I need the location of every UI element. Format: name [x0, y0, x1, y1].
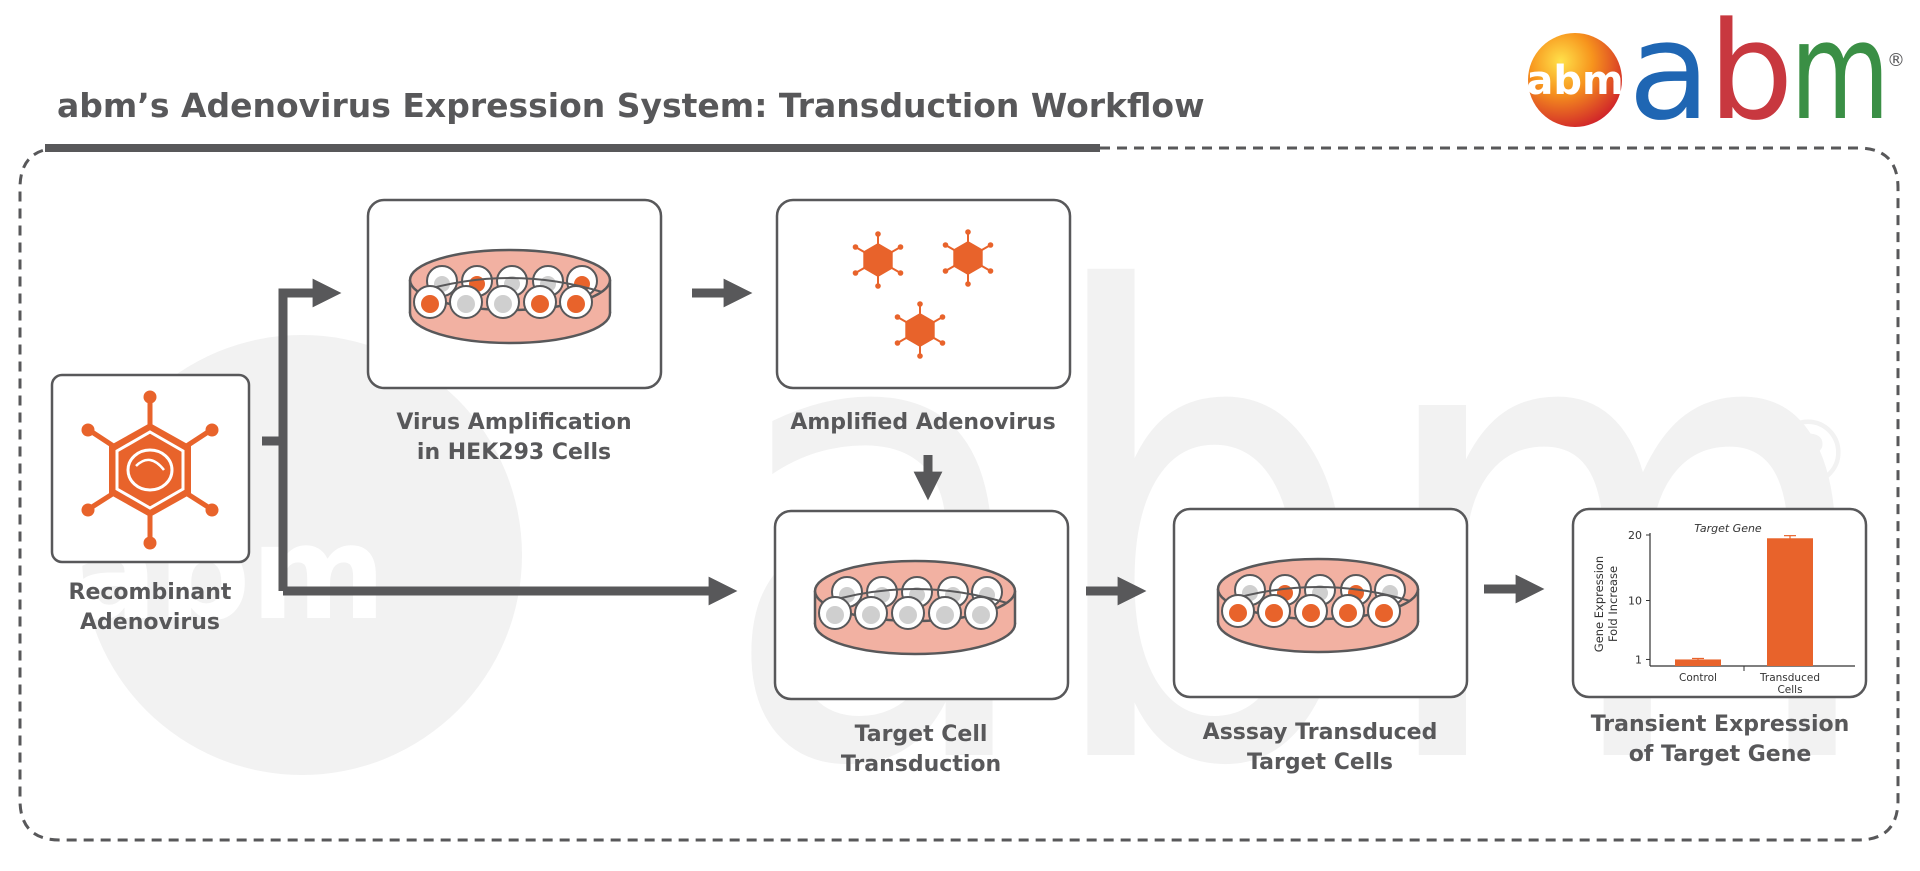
adenovirus-small-icon: [894, 301, 946, 359]
cell: [818, 596, 852, 630]
chart-y-tick-label: 20: [1628, 529, 1642, 542]
cell: [1367, 594, 1401, 628]
petri-dish-assay: [1216, 557, 1420, 654]
chart-y-label: Gene ExpressionFold Increase: [1592, 556, 1620, 652]
outer-dashed-frame: [18, 146, 1900, 842]
box-amplified: [775, 198, 1072, 390]
chart-y-tick-label: 10: [1628, 595, 1642, 608]
watermark-registered: ®: [1763, 402, 1853, 507]
label-expression-line2: of Target Gene: [1628, 742, 1812, 767]
logo-letter-1: a: [1628, 0, 1711, 150]
label-amplification-line1: Virus Amplification: [396, 410, 632, 435]
chart-y-tick-label: 1: [1635, 653, 1642, 666]
label-recombinant-line1: Recombinant: [68, 580, 232, 605]
label-assay: Asssay Transduced Target Cells: [1160, 718, 1480, 778]
label-amplification: Virus Amplification in HEK293 Cells: [354, 408, 674, 468]
cell: [1294, 594, 1328, 628]
logo-badge-text: abm: [1526, 58, 1623, 104]
adenovirus-small-icon: [942, 229, 994, 287]
adenovirus-small-icon: [852, 231, 904, 289]
amplified-virus-icons: [852, 229, 994, 359]
label-transduction: Target Cell Transduction: [761, 720, 1081, 780]
chart-bar: [1675, 659, 1721, 666]
petri-dish-transduction: [813, 559, 1017, 656]
label-assay-line2: Target Cells: [1247, 750, 1393, 775]
cell: [1331, 594, 1365, 628]
petri-dish-amplification: [408, 248, 612, 345]
cell: [1257, 594, 1291, 628]
cell: [854, 596, 888, 630]
logo-wordmark: a b m: [1628, 0, 1890, 150]
cell: [449, 285, 483, 319]
cell: [964, 596, 998, 630]
adenovirus-large-icon: [81, 390, 219, 550]
cell: [928, 596, 962, 630]
arrow-branch-top: [278, 278, 342, 591]
label-transduction-line2: Transduction: [840, 752, 1002, 777]
label-amplified: Amplified Adenovirus: [763, 408, 1083, 438]
label-amplification-line2: in HEK293 Cells: [416, 440, 612, 465]
chart-title: Target Gene: [1694, 522, 1762, 535]
label-recombinant: Recombinant Adenovirus: [40, 578, 260, 638]
abm-logo: abm a b m ®: [1526, 0, 1905, 150]
logo-registered: ®: [1887, 50, 1905, 71]
chart-category-label: Control: [1679, 672, 1717, 684]
label-expression-line1: Transient Expression: [1590, 712, 1850, 737]
cell: [486, 285, 520, 319]
logo-letter-2: b: [1708, 0, 1794, 150]
label-expression: Transient Expression of Target Gene: [1554, 710, 1886, 770]
label-assay-line1: Asssay Transduced: [1202, 720, 1438, 745]
cell: [559, 285, 593, 319]
label-recombinant-line2: Adenovirus: [80, 610, 220, 635]
cell: [523, 285, 557, 319]
page-title: abm’s Adenovirus Expression System: Tran…: [57, 86, 1205, 125]
workflow-arrows: [262, 278, 1545, 606]
label-transduction-line1: Target Cell: [854, 722, 988, 747]
label-amplified-line1: Amplified Adenovirus: [790, 410, 1056, 435]
cell: [413, 285, 447, 319]
chart-bar: [1767, 538, 1813, 666]
cell: [891, 596, 925, 630]
logo-badge: [1528, 33, 1622, 127]
cell: [1221, 594, 1255, 628]
logo-letter-3: m: [1790, 0, 1890, 150]
